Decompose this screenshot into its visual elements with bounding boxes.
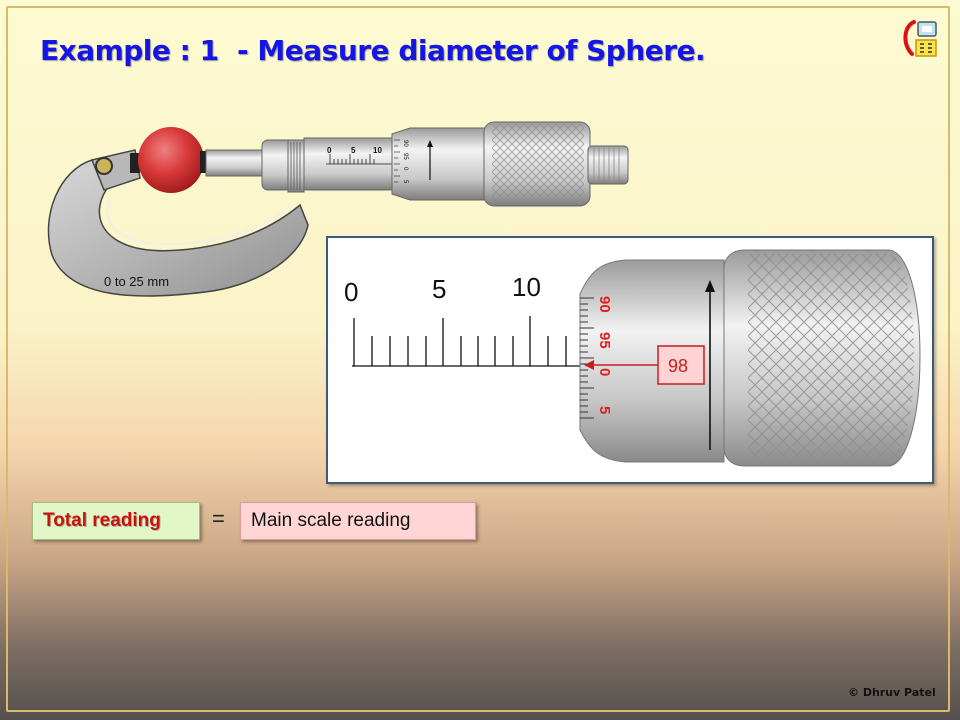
- thimble-label-0: 0: [596, 368, 613, 376]
- main-scale-label-0: 0: [344, 277, 358, 307]
- thimble-digit-0: 0: [402, 167, 408, 171]
- micrometer-frame: [47, 149, 309, 297]
- ratchet: [587, 145, 629, 185]
- zoom-rotation-arrow-icon: [705, 280, 715, 292]
- equals-sign: =: [212, 506, 225, 531]
- total-reading-box: Total reading: [32, 502, 200, 540]
- main-scale-label-10: 10: [512, 272, 541, 302]
- spindle-tip: [200, 151, 208, 173]
- spindle: [205, 149, 267, 177]
- main-scale-reading-box: Main scale reading: [240, 502, 476, 540]
- presenter-logo-icon: [903, 20, 937, 57]
- sleeve-scale: [326, 154, 396, 165]
- author-credit: © Dhruv Patel: [848, 686, 936, 699]
- range-label: 0 to 25 mm: [104, 274, 169, 289]
- sleeve-tick-5: 5: [351, 146, 356, 155]
- thimble-scale-ticks: [580, 297, 594, 419]
- slide-frame: [6, 6, 950, 712]
- zoomed-scale-drawing: 0 5 10 90 95 0 5 98: [344, 249, 921, 467]
- thimble-label-90: 90: [596, 296, 613, 313]
- anvil-screw: [95, 157, 113, 175]
- thimble-digit-5: 5: [402, 180, 408, 184]
- anvil: [130, 153, 140, 173]
- sphere: [138, 127, 204, 193]
- thimble-label-5: 5: [596, 406, 613, 414]
- main-scale-label-5: 5: [432, 274, 446, 304]
- zoomed-scale-view: 0 5 10 90 95 0 5 98: [326, 236, 934, 484]
- callout-value: 98: [668, 356, 688, 376]
- thimble-digit-90: 90: [402, 140, 408, 147]
- thimble-label-95: 95: [596, 332, 613, 349]
- slide-title: Example : 1 - Measure diameter of Sphere…: [40, 34, 706, 67]
- sleeve-tick-10: 10: [373, 146, 382, 155]
- rotation-arrow-icon: [427, 140, 433, 147]
- callout-box: [657, 345, 705, 385]
- sleeve-tick-0: 0: [327, 146, 332, 155]
- thimble-graduations: [394, 139, 400, 183]
- callout-arrow-icon: [584, 360, 594, 370]
- thimble: [391, 127, 489, 201]
- thimble-digit-95: 95: [402, 153, 408, 160]
- main-scale-ticks: [352, 316, 584, 367]
